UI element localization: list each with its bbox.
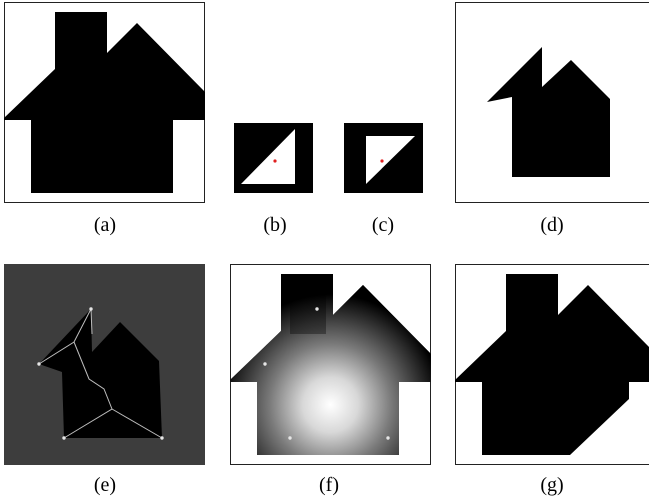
caption-f: (f) xyxy=(319,474,339,496)
panel-a-house xyxy=(4,12,205,193)
caption-b: (b) xyxy=(263,214,287,236)
caption-a: (a) xyxy=(93,214,117,236)
panel-b-image xyxy=(234,123,313,193)
panel-d-house-remaining xyxy=(487,47,610,177)
panel-g-house-reconstructed xyxy=(455,274,649,455)
centroid-marker-c xyxy=(380,159,384,163)
panel-f-distance-map xyxy=(230,274,431,455)
caption-g: (g) xyxy=(540,474,564,496)
panel-c-image xyxy=(344,123,423,193)
caption-c: (c) xyxy=(371,214,395,236)
centroid-marker-b xyxy=(273,159,277,163)
panel-e-skeleton xyxy=(4,264,205,465)
caption-d: (d) xyxy=(540,214,564,236)
caption-e: (e) xyxy=(93,474,117,496)
